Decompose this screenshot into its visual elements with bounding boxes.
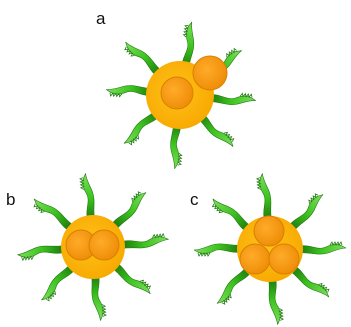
panel-label-c: c — [190, 191, 199, 208]
panel-a-inner-sphere-2 — [193, 56, 227, 90]
panel-c-inner-sphere-2 — [240, 244, 270, 274]
panel-c-inner-sphere-3 — [269, 244, 299, 274]
panel-a-particle — [106, 21, 257, 169]
panel-c-particle — [194, 173, 346, 325]
panel-label-a: a — [96, 10, 105, 27]
panel-b-inner-sphere-2 — [89, 230, 119, 260]
panel-a-inner-sphere-1 — [161, 77, 193, 109]
panel-label-b: b — [6, 191, 15, 208]
panel-c-inner-sphere-1 — [254, 216, 284, 246]
panel-b-particle — [17, 173, 169, 321]
